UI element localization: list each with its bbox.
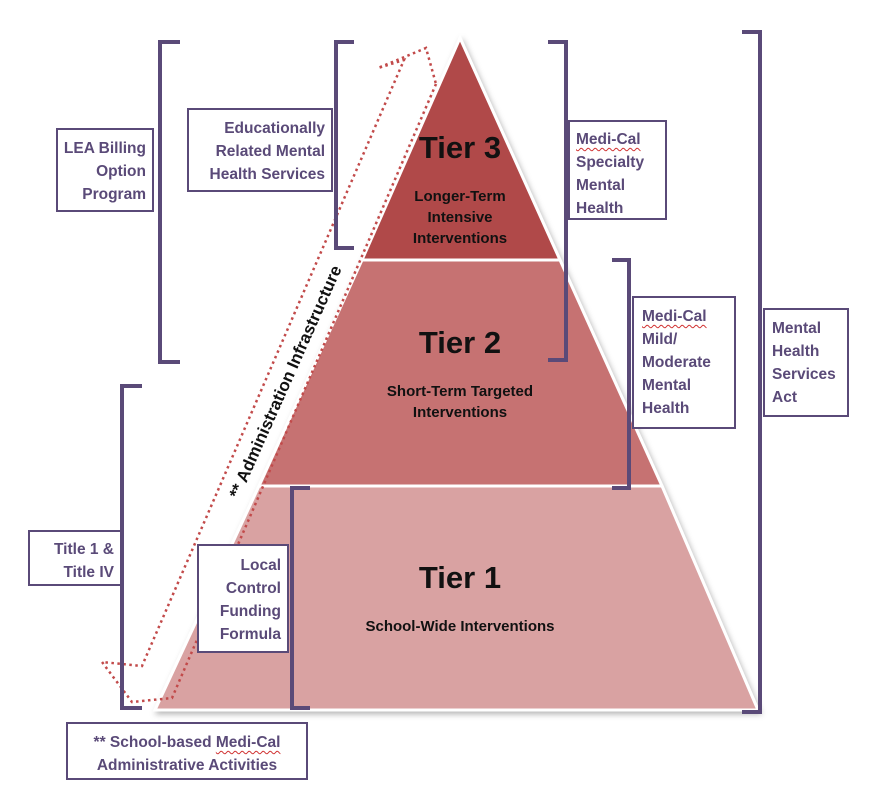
tier-2-subtitle-line: Short-Term Targeted [386,383,534,400]
title-1-4-line: Title IV [63,564,114,581]
educationally-related-line: Related Mental [215,143,325,160]
tier-3-subtitle-line: Intensive [427,209,493,226]
medi-cal-mild-line: Mental [642,377,692,394]
school-based-line: Administrative Activities [96,757,278,774]
tier-1-subtitle: School-Wide Interventions [330,616,590,637]
tier-2-title: Tier 2 [418,325,502,360]
bracket-mhsa [742,30,762,714]
bracket-medi-cal-mild [612,258,631,490]
bracket-educationally-related [334,40,354,250]
educationally-related-label: Educationally Related Mental Health Serv… [187,108,333,192]
educationally-related-line: Educationally [224,120,325,137]
educationally-related-line: Health Services [209,166,325,183]
lcff-line: Local [240,557,281,574]
school-based-prefix: ** School-based [93,734,216,751]
lcff-line: Formula [219,626,281,643]
lcff-label: Local Control Funding Formula [197,544,289,653]
mhsa-line: Services [772,366,836,383]
lcff-line: Funding [219,603,281,620]
medi-cal-specialty-label: Medi-Cal Specialty Mental Health [568,120,667,220]
tier-3-subtitle: Longer-Term Intensive Interventions [370,186,550,249]
tier-3-subtitle-line: Longer-Term [414,188,506,205]
school-based-line: ** School-based Medi-Cal [72,731,302,754]
school-based-medi-cal-label: ** School-based Medi-Cal Administrative … [66,722,308,780]
medi-cal-mild-line: Moderate [642,354,711,371]
bracket-medi-cal-specialty [548,40,568,362]
title-1-4-label: Title 1 & Title IV [28,530,122,586]
tier-3-title: Tier 3 [418,130,502,165]
tier-3-band [359,34,563,262]
tier-1-subtitle-line: School-Wide Interventions [365,618,555,635]
school-based-medi-cal: Medi-Cal [215,734,281,751]
mhsa-line: Act [772,389,797,406]
lea-billing-line: Program [82,186,146,203]
lea-billing-line: LEA Billing [63,140,146,157]
tier-2-subtitle-line: Interventions [412,404,508,421]
medi-cal-specialty-line: Health [576,200,624,217]
medi-cal-specialty-line: Specialty [576,154,645,171]
medi-cal-mild-line: Medi-Cal [642,308,707,325]
tier-3-subtitle-line: Interventions [412,230,508,247]
bracket-lcff [290,486,310,710]
lea-billing-line: Option [96,163,146,180]
mhsa-line: Health [772,343,820,360]
lea-billing-label: LEA Billing Option Program [56,128,154,212]
bracket-lea-billing [158,40,180,364]
medi-cal-specialty-line: Medi-Cal [576,131,641,148]
title-1-4-line: Title 1 & [53,541,114,558]
administration-arrow [99,46,438,704]
pyramid [152,34,761,712]
tier-2-subtitle: Short-Term Targeted Interventions [340,381,580,423]
mhsa-line: Mental [772,320,822,337]
medi-cal-mild-line: Health [642,400,690,417]
medi-cal-mild-line: Mild/ [642,331,678,348]
tier-1-title: Tier 1 [418,560,502,595]
lcff-line: Control [225,580,281,597]
mhsa-label: Mental Health Services Act [763,308,849,417]
medi-cal-specialty-line: Mental [576,177,626,194]
medi-cal-mild-label: Medi-Cal Mild/ Moderate Mental Health [632,296,736,429]
bracket-title [120,384,142,710]
